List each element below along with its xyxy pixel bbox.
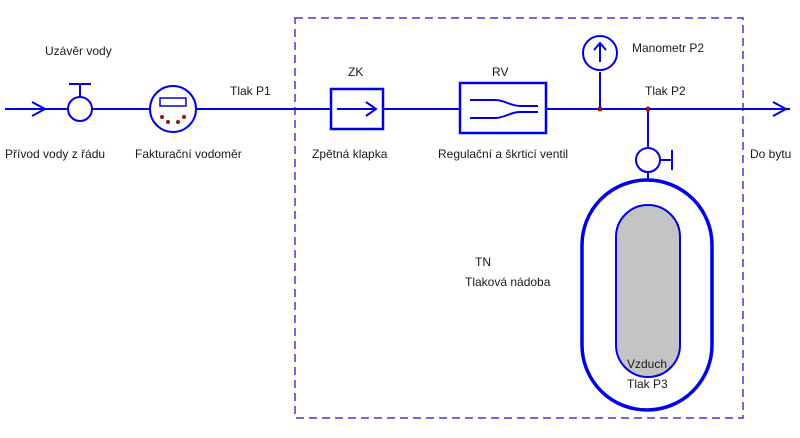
check-valve-icon bbox=[329, 87, 385, 131]
vessel-branch bbox=[645, 106, 651, 148]
vessel-label: Tlaková nádoba bbox=[465, 275, 551, 289]
vessel-code: TN bbox=[475, 255, 491, 269]
check-valve-label: Zpětná klapka bbox=[312, 147, 388, 161]
vessel-valve-icon bbox=[635, 147, 673, 182]
inlet-arrow-icon bbox=[31, 101, 48, 117]
supply-label: Přívod vody z řádu bbox=[5, 147, 105, 161]
gauge-junction bbox=[597, 106, 603, 112]
pressure-p1-label: Tlak P1 bbox=[230, 84, 271, 98]
station-boundary bbox=[294, 17, 744, 419]
air-chamber bbox=[615, 204, 681, 378]
regulating-valve-icon bbox=[458, 81, 548, 135]
regulating-valve-code: RV bbox=[492, 65, 508, 79]
meter-label: Fakturační vodoměr bbox=[135, 147, 242, 161]
valve-label: Uzávěr vody bbox=[45, 44, 112, 58]
gauge-label: Manometr P2 bbox=[632, 41, 704, 55]
pressure-vessel-icon bbox=[580, 178, 714, 412]
shutoff-valve-icon bbox=[67, 83, 93, 122]
check-valve-code: ZK bbox=[348, 65, 363, 79]
branch-junction bbox=[645, 106, 651, 112]
outlet-arrow-icon bbox=[772, 101, 789, 117]
regulating-valve-label: Regulační a škrticí ventil bbox=[438, 147, 568, 161]
output-label: Do bytu bbox=[750, 147, 791, 161]
pressure-p2-label: Tlak P2 bbox=[645, 84, 686, 98]
pressure-p3-label: Tlak P3 bbox=[627, 377, 668, 391]
water-meter-icon bbox=[149, 85, 197, 133]
air-label: Vzduch bbox=[627, 357, 667, 371]
pressure-gauge-icon bbox=[582, 35, 618, 112]
